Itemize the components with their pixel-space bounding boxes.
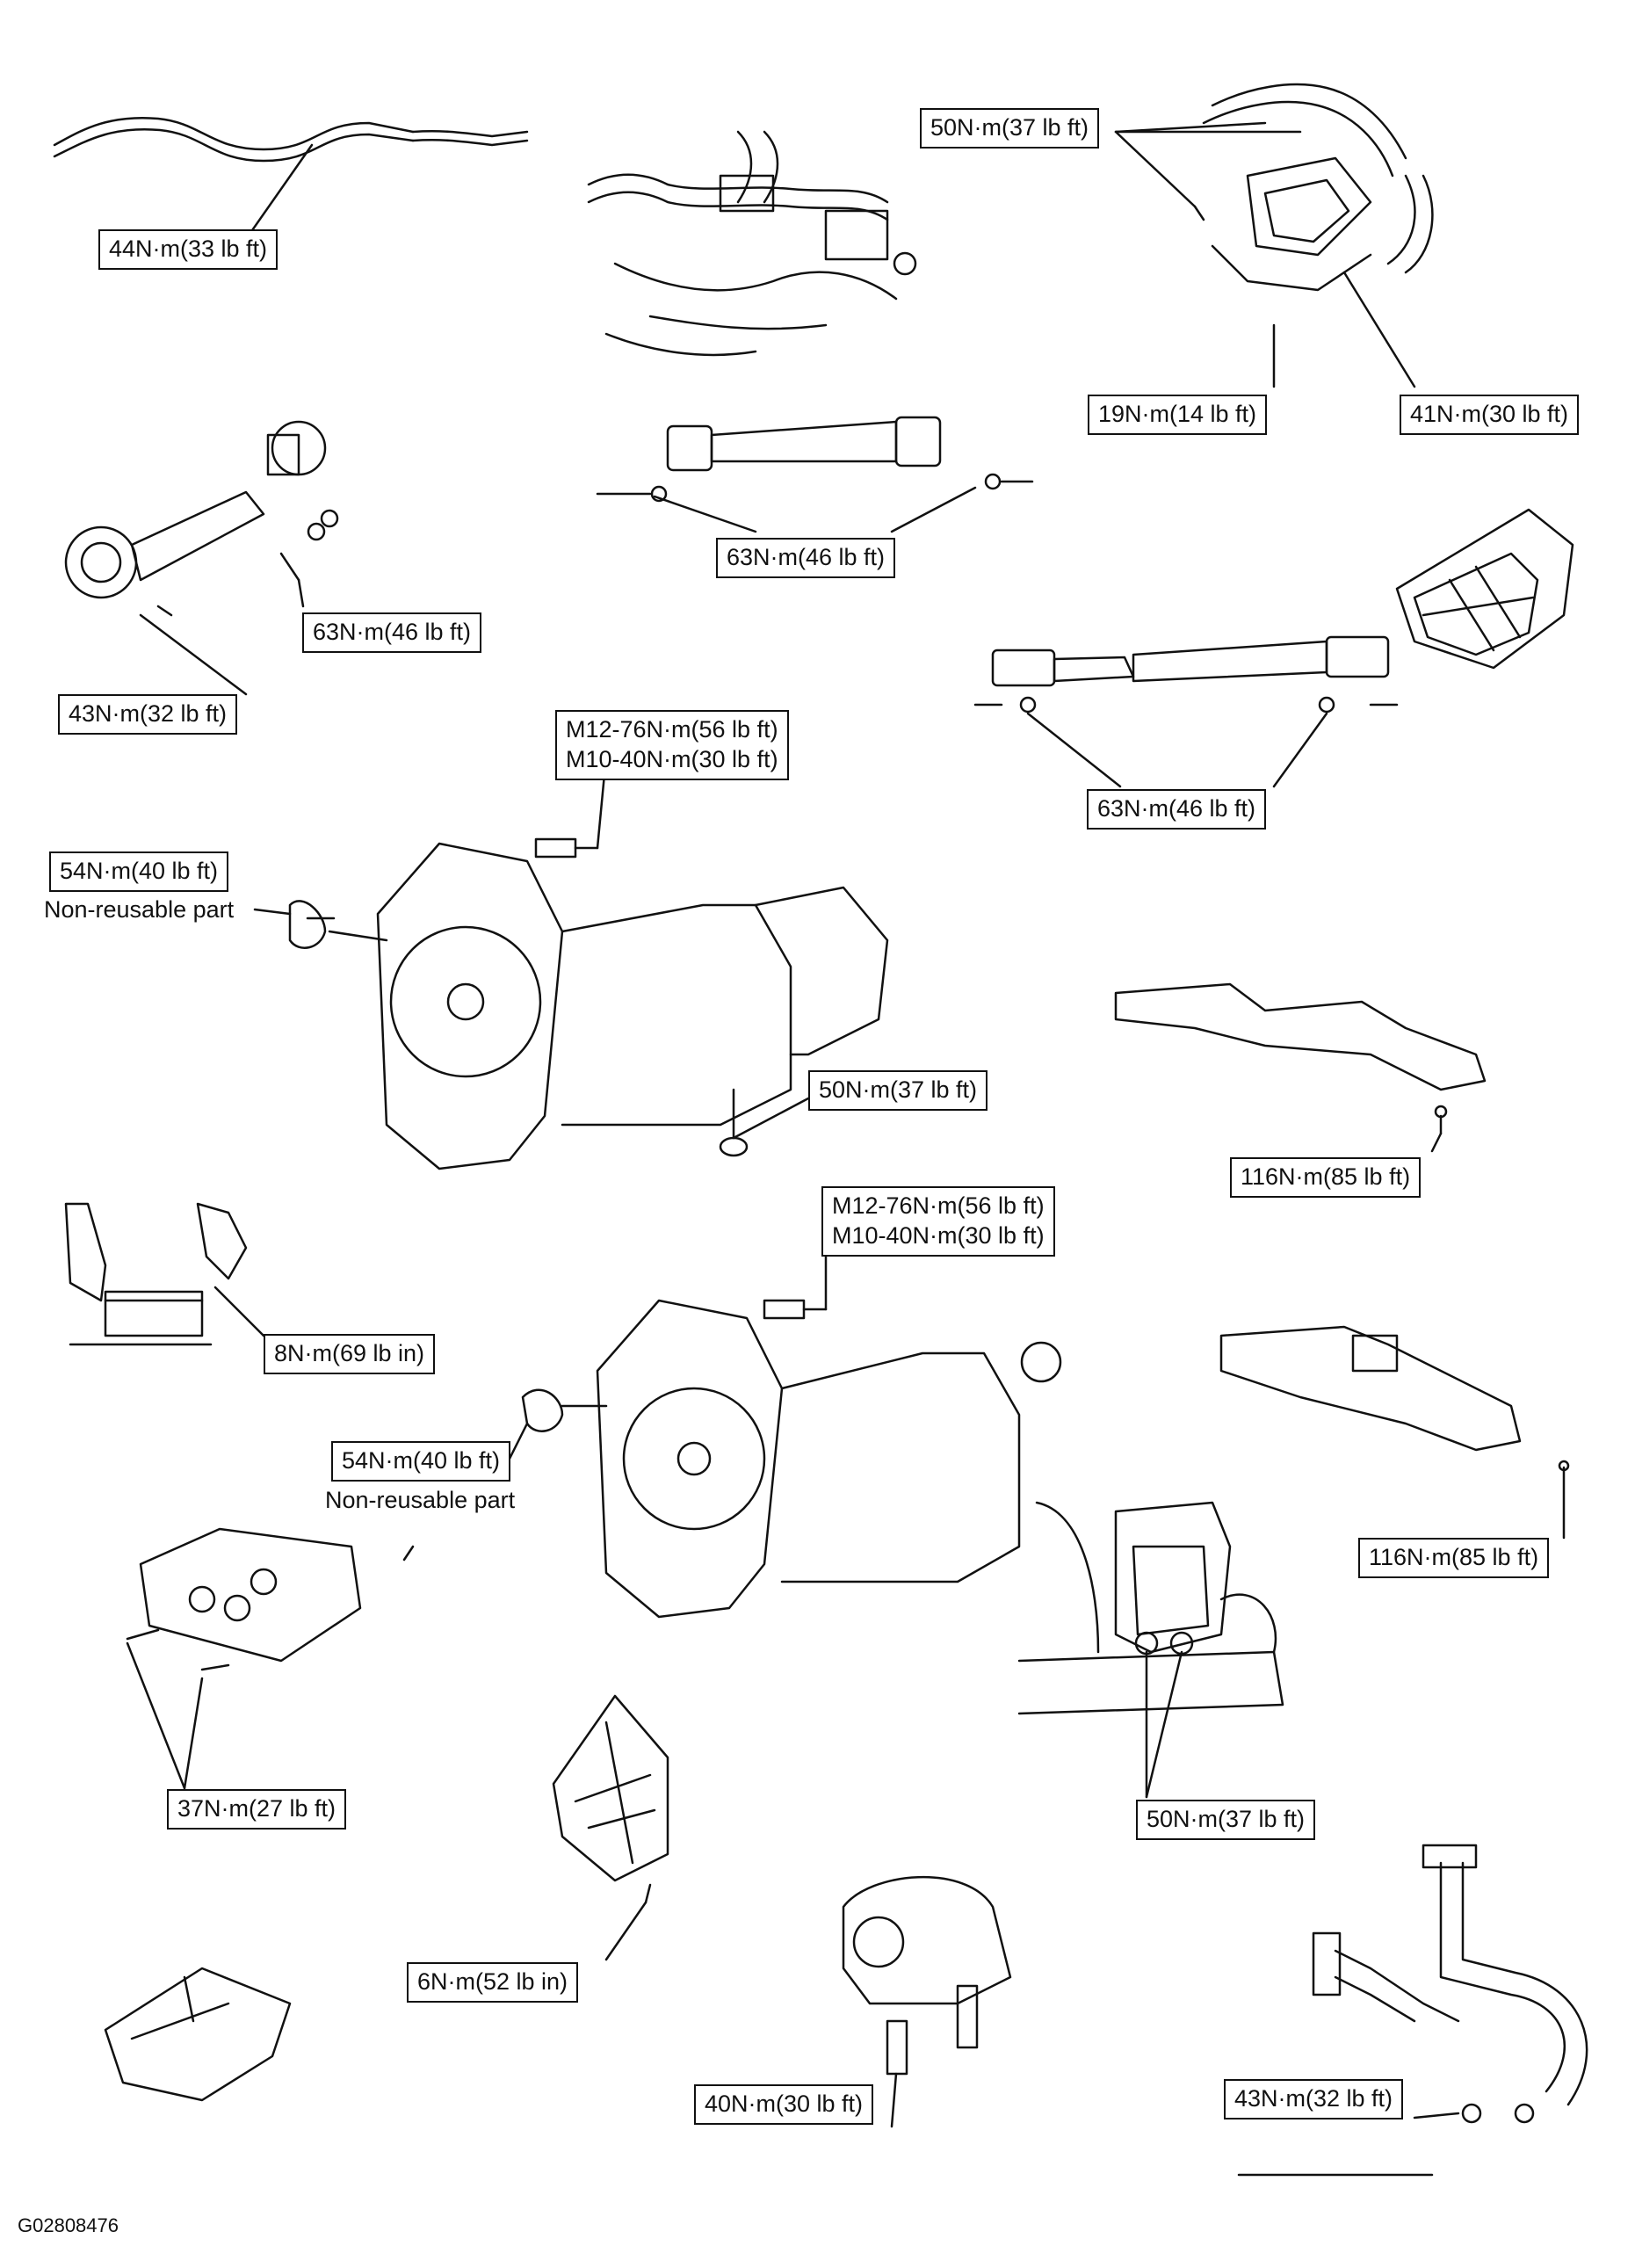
- callout-text: 40N·m(30 lb ft): [705, 2090, 864, 2117]
- callout-text: 43N·m(32 lb ft): [1234, 2085, 1393, 2112]
- engine-mount-illustration: [1017, 1501, 1284, 1799]
- non-reusable-note-upper: Non-reusable part: [44, 896, 235, 923]
- torque-callout-50-mount: 50N·m(37 lb ft): [1136, 1800, 1316, 1840]
- torque-callout-40: 40N·m(30 lb ft): [694, 2084, 874, 2125]
- callout-text: 50N·m(37 lb ft): [819, 1076, 978, 1103]
- figure-id: G02808476: [18, 2214, 119, 2236]
- callout-text: 44N·m(33 lb ft): [109, 235, 268, 262]
- transmission-lower-illustration: [508, 1255, 1062, 1619]
- callout-line: M10-40N·m(30 lb ft): [832, 1221, 1045, 1249]
- callout-text: 6N·m(52 lb in): [417, 1968, 568, 1995]
- callout-text: 43N·m(32 lb ft): [69, 700, 228, 727]
- crossmember-upper-illustration: [1114, 982, 1487, 1153]
- callout-line: M12-76N·m(56 lb ft): [832, 1192, 1045, 1219]
- exhaust-pipe-illustration: [1237, 1844, 1588, 2177]
- torque-callout-43-axle: 43N·m(32 lb ft): [58, 694, 238, 735]
- callout-line: M12-76N·m(56 lb ft): [566, 716, 778, 743]
- callout-text: 41N·m(30 lb ft): [1410, 401, 1569, 427]
- support-brackets-illustration: [64, 1202, 265, 1346]
- front-axle-shaft-illustration: [64, 420, 339, 696]
- torque-callout-19: 19N·m(14 lb ft): [1088, 395, 1268, 435]
- torque-callout-63-driveshaft: 63N·m(46 lb ft): [716, 538, 896, 578]
- torque-callout-bolt-upper: M12-76N·m(56 lb ft)M10-40N·m(30 lb ft): [555, 710, 789, 780]
- torque-callout-50-bracket: 50N·m(37 lb ft): [920, 108, 1100, 149]
- callout-line: M10-40N·m(30 lb ft): [566, 745, 778, 772]
- torque-callout-6: 6N·m(52 lb in): [407, 1962, 579, 2003]
- torque-callout-116-upper: 116N·m(85 lb ft): [1230, 1157, 1422, 1198]
- skid-plate-illustration: [126, 1527, 415, 1790]
- torque-callout-63-axle: 63N·m(46 lb ft): [302, 612, 482, 653]
- torque-callout-50-trans: 50N·m(37 lb ft): [808, 1070, 988, 1111]
- torque-callout-43-exhaust: 43N·m(32 lb ft): [1224, 2079, 1404, 2119]
- torque-callout-41: 41N·m(30 lb ft): [1400, 395, 1580, 435]
- torque-callout-44: 44N·m(33 lb ft): [98, 229, 279, 270]
- shield-bracket-illustration: [552, 1694, 669, 1961]
- callout-text: 63N·m(46 lb ft): [313, 619, 472, 645]
- torque-callout-54-upper: 54N·m(40 lb ft): [49, 851, 229, 892]
- heat-shield-illustration: [1395, 508, 1574, 670]
- torque-callout-bolt-lower: M12-76N·m(56 lb ft)M10-40N·m(30 lb ft): [821, 1186, 1055, 1257]
- transmission-upper-illustration: [253, 754, 889, 1170]
- callout-text: 37N·m(27 lb ft): [177, 1795, 336, 1822]
- front-driveshaft-illustration: [596, 416, 1034, 533]
- rear-driveshaft-illustration: [973, 635, 1399, 788]
- cover-plate-illustration: [104, 1967, 292, 2102]
- callout-text: 54N·m(40 lb ft): [342, 1447, 501, 1474]
- callout-text: 50N·m(37 lb ft): [930, 114, 1089, 141]
- callout-text: 116N·m(85 lb ft): [1369, 1544, 1539, 1570]
- wiring-harness-illustration: [587, 130, 917, 357]
- torque-callout-63-rear: 63N·m(46 lb ft): [1087, 789, 1267, 830]
- callout-text: 8N·m(69 lb in): [274, 1340, 425, 1366]
- actuator-illustration: [842, 1875, 1012, 2128]
- transmission-mount-bracket-illustration: [1114, 83, 1434, 388]
- crossmember-lower-illustration: [1219, 1325, 1570, 1540]
- callout-text: 19N·m(14 lb ft): [1098, 401, 1257, 427]
- callout-text: 116N·m(85 lb ft): [1241, 1163, 1411, 1190]
- callout-text: 63N·m(46 lb ft): [1097, 795, 1256, 822]
- torque-callout-8: 8N·m(69 lb in): [264, 1334, 436, 1374]
- callout-text: 63N·m(46 lb ft): [727, 544, 886, 570]
- callout-text: 50N·m(37 lb ft): [1147, 1806, 1306, 1832]
- non-reusable-note-lower: Non-reusable part: [325, 1487, 516, 1513]
- torque-callout-37: 37N·m(27 lb ft): [167, 1789, 347, 1830]
- torque-callout-54-lower: 54N·m(40 lb ft): [331, 1441, 511, 1482]
- fuel-line-illustration: [53, 117, 529, 235]
- torque-callout-116-lower: 116N·m(85 lb ft): [1358, 1538, 1550, 1578]
- callout-text: 54N·m(40 lb ft): [60, 858, 219, 884]
